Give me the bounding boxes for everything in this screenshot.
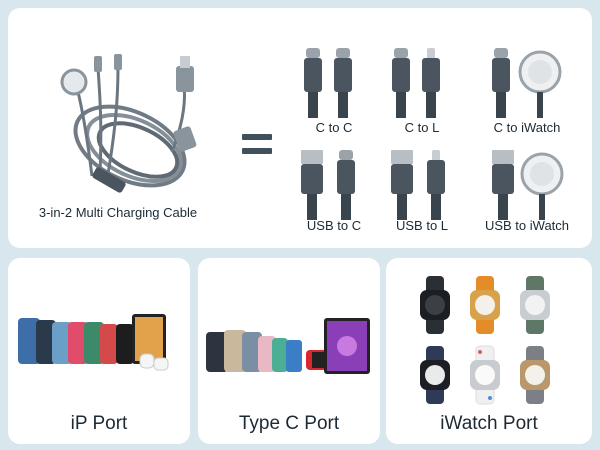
- usb-c-connector-icon: [492, 48, 510, 118]
- lightning-connector-icon: [427, 150, 445, 220]
- product-caption: 3-in-2 Multi Charging Cable: [38, 205, 198, 220]
- usb-c-connector-icon: [337, 150, 355, 220]
- combo-usb-to-l-image: [391, 150, 445, 220]
- watch-charger-icon: [518, 50, 562, 118]
- equals-icon: [242, 134, 272, 158]
- ip-port-title: iP Port: [70, 413, 128, 434]
- combo-c-to-c-image: [304, 48, 352, 118]
- iwatch-port-card: iWatch Port: [386, 258, 592, 444]
- combo-usb-to-c-image: [301, 150, 355, 220]
- ip-port-card: iP Port: [8, 258, 190, 444]
- usb-c-connector-icon: [304, 48, 322, 118]
- combo-label: USB to iWatch: [484, 218, 570, 233]
- combo-c-to-iwatch-image: [492, 48, 562, 118]
- combo-label: C to C: [315, 120, 353, 135]
- watch-charger-icon: [520, 152, 564, 220]
- lightning-connector-icon: [422, 48, 440, 118]
- usb-a-connector-icon: [391, 150, 413, 220]
- combo-label: C to L: [404, 120, 440, 135]
- type-c-port-title: Type C Port: [238, 413, 340, 434]
- combo-label: C to iWatch: [493, 120, 561, 135]
- iphone-ipad-lineup-image: [18, 314, 169, 371]
- usb-c-devices-lineup-image: [206, 318, 370, 374]
- usb-c-connector-icon: [334, 48, 352, 118]
- iwatch-port-title: iWatch Port: [440, 413, 538, 434]
- usb-a-connector-icon: [301, 150, 323, 220]
- combo-label: USB to L: [395, 218, 449, 233]
- cable-overview-card: 3-in-2 Multi Charging Cable: [8, 8, 592, 248]
- combo-label: USB to C: [306, 218, 362, 233]
- apple-watch-grid-image: [420, 276, 550, 405]
- cable-product-image: [60, 54, 197, 193]
- combo-usb-to-iwatch-image: [492, 150, 564, 220]
- usb-c-connector-icon: [392, 48, 410, 118]
- type-c-port-card: Type C Port: [198, 258, 380, 444]
- usb-a-connector-icon: [492, 150, 514, 220]
- combo-c-to-l-image: [392, 48, 440, 118]
